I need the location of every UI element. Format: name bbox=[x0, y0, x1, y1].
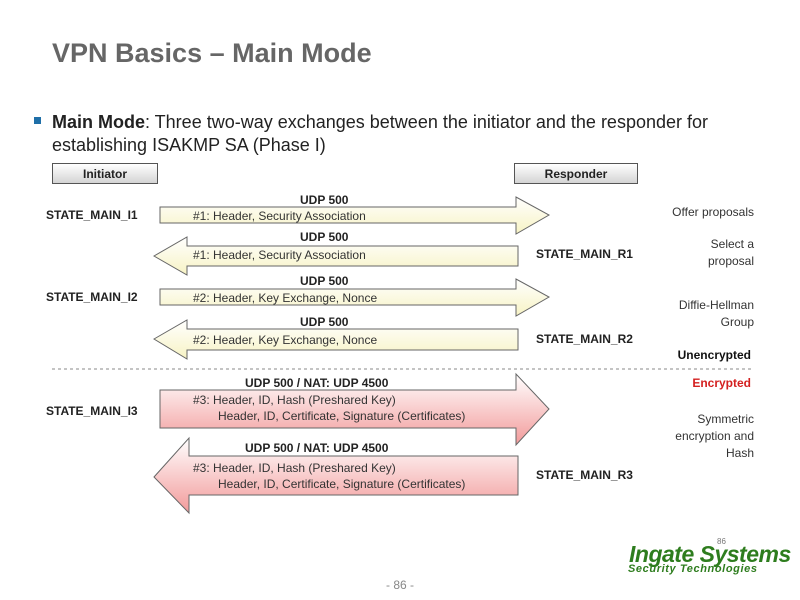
msg2-reply-protocol: UDP 500 bbox=[300, 315, 349, 329]
arrow-msg2-left bbox=[153, 319, 519, 360]
page-title: VPN Basics – Main Mode bbox=[52, 38, 372, 68]
state-main-r2: STATE_MAIN_R2 bbox=[536, 332, 633, 346]
small-page-number: 86 bbox=[717, 537, 726, 546]
state-main-i2: STATE_MAIN_I2 bbox=[46, 290, 138, 304]
label-unencrypted: Unencrypted bbox=[677, 348, 751, 362]
bullet-term: Main Mode bbox=[52, 112, 145, 132]
page-number: - 86 - bbox=[385, 578, 414, 592]
bullet-description: : Three two-way exchanges between the in… bbox=[52, 112, 709, 155]
msg1-reply-content: #1: Header, Security Association bbox=[193, 248, 366, 262]
msg1-protocol: UDP 500 bbox=[300, 193, 349, 207]
note-symmetric-line3: Hash bbox=[725, 446, 754, 460]
note-select-line2: proposal bbox=[707, 254, 754, 268]
msg3-content-line2: Header, ID, Certificate, Signature (Cert… bbox=[218, 409, 466, 423]
arrow-msg1-left bbox=[152, 236, 519, 276]
ingate-logo: Ingate Systems bbox=[629, 541, 791, 567]
note-offer-proposals: Offer proposals bbox=[672, 205, 754, 219]
note-select-line1: Select a bbox=[710, 237, 754, 251]
note-symmetric-encryption: Symmetric encryption and Hash bbox=[675, 411, 754, 462]
initiator-box: Initiator bbox=[52, 163, 158, 184]
msg2-protocol: UDP 500 bbox=[300, 274, 349, 288]
msg3-protocol: UDP 500 / NAT: UDP 4500 bbox=[245, 376, 389, 390]
arrow-msg1-right bbox=[159, 196, 551, 235]
state-main-i3: STATE_MAIN_I3 bbox=[46, 404, 138, 418]
logo-tagline: Security Technologies bbox=[628, 563, 758, 575]
msg3-reply-content-line1: #3: Header, ID, Hash (Preshared Key) bbox=[193, 461, 396, 475]
msg1-content: #1: Header, Security Association bbox=[193, 209, 366, 223]
note-dh-line2: Group bbox=[720, 315, 754, 329]
msg3-reply-content-line2: Header, ID, Certificate, Signature (Cert… bbox=[218, 477, 466, 491]
arrow-msg2-right bbox=[159, 278, 551, 317]
note-diffie-hellman: Diffie-Hellman Group bbox=[679, 297, 754, 331]
bullet-marker bbox=[34, 117, 41, 124]
arrow-msg3-right bbox=[159, 372, 550, 447]
msg2-content: #2: Header, Key Exchange, Nonce bbox=[193, 291, 378, 305]
msg3-content-line1: #3: Header, ID, Hash (Preshared Key) bbox=[193, 393, 396, 407]
bullet-text: Main Mode: Three two-way exchanges betwe… bbox=[52, 111, 772, 157]
msg2-reply-content: #2: Header, Key Exchange, Nonce bbox=[193, 333, 378, 347]
note-dh-line1: Diffie-Hellman bbox=[678, 298, 754, 312]
responder-box: Responder bbox=[514, 163, 638, 184]
msg3-reply-protocol: UDP 500 / NAT: UDP 4500 bbox=[245, 441, 389, 455]
state-main-r1: STATE_MAIN_R1 bbox=[536, 247, 633, 261]
note-symmetric-line1: Symmetric bbox=[697, 412, 754, 426]
state-main-i1: STATE_MAIN_I1 bbox=[46, 208, 138, 222]
msg1-reply-protocol: UDP 500 bbox=[300, 230, 349, 244]
label-encrypted: Encrypted bbox=[692, 376, 751, 390]
state-main-r3: STATE_MAIN_R3 bbox=[536, 468, 633, 482]
note-select-proposal: Select a proposal bbox=[708, 236, 754, 270]
note-symmetric-line2: encryption and bbox=[675, 429, 754, 443]
arrow-msg3-left bbox=[153, 436, 519, 515]
